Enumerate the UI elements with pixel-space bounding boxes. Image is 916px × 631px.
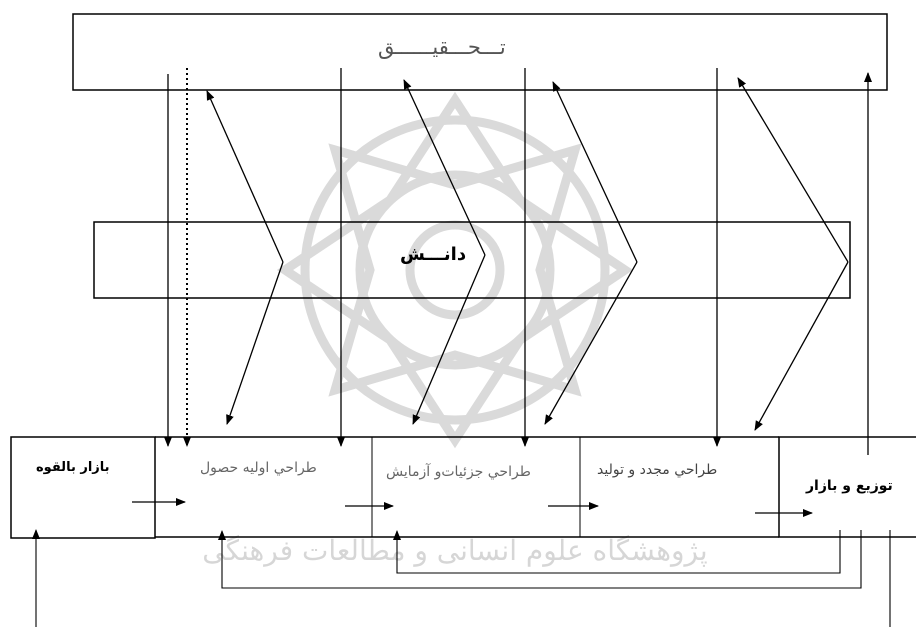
redesign-label: طراحي مجدد و توليد — [597, 462, 717, 478]
stage-chain — [11, 437, 916, 538]
initial-design-label: طراحي اوليه حصول — [200, 460, 317, 476]
potential-market-label: بازار بالقوه — [36, 460, 110, 475]
k-link-4b — [755, 262, 848, 430]
k-link-1b — [227, 262, 283, 424]
research-label: تـــحـــقيــــــق — [378, 35, 506, 59]
k-link-2b — [413, 255, 485, 424]
distribution-label: توزيع و بازار — [806, 478, 893, 494]
knowledge-label: دانـــش — [400, 244, 466, 265]
k-link-4a — [738, 78, 848, 262]
forward-arrows — [132, 502, 812, 513]
potential-market-box — [11, 437, 155, 538]
detail-design-label: طراحي جزئيات‌و آزمايش — [386, 464, 531, 480]
watermark-emblem — [285, 100, 625, 440]
vertical-links — [168, 68, 868, 455]
k-link-1a — [207, 91, 283, 262]
watermark-text: پژوهشگاه علوم انسانی و مطالعات فرهنگی — [202, 534, 707, 567]
